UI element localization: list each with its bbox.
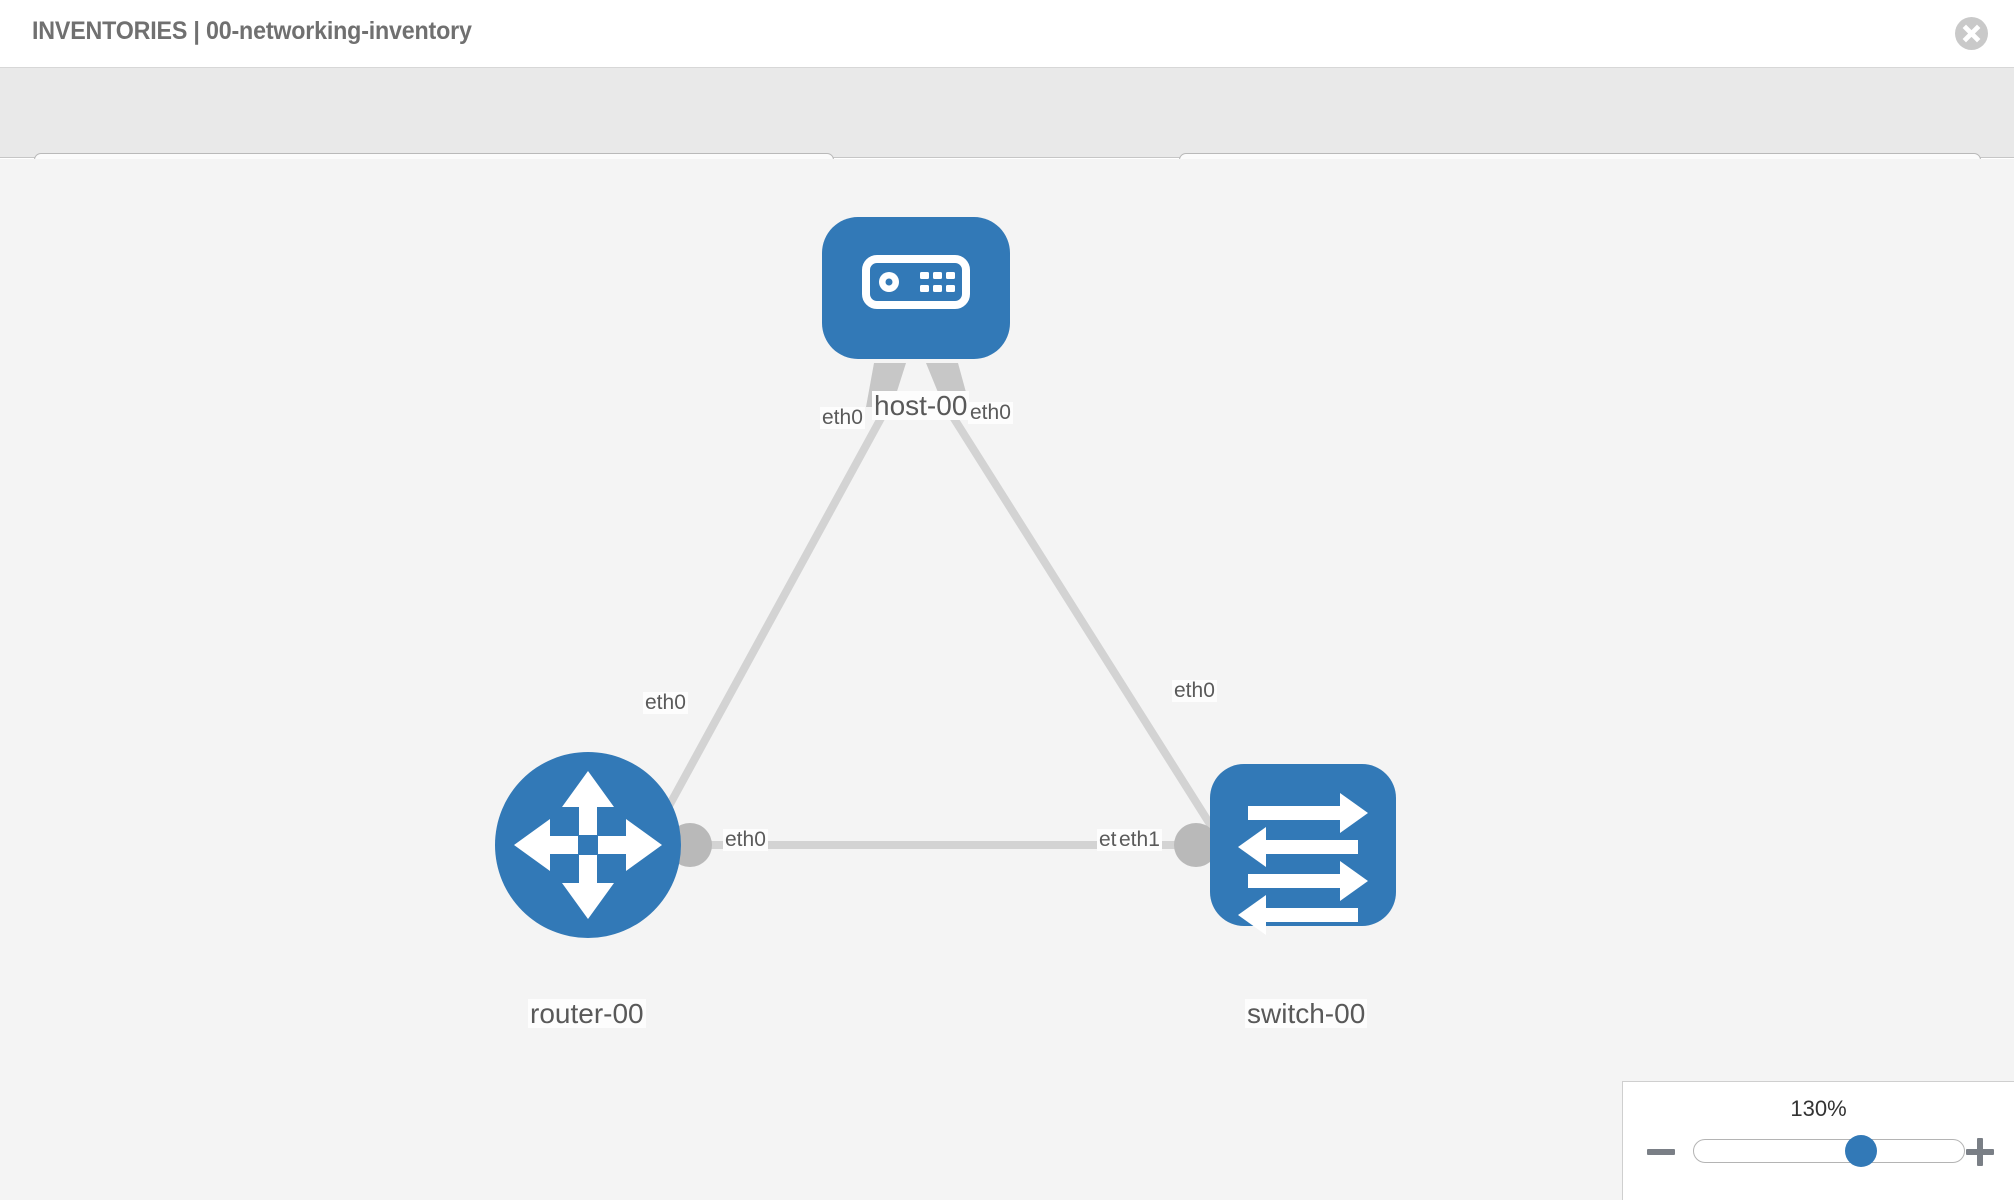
iface-label-router-up: eth0 — [643, 691, 688, 715]
node-host-00[interactable] — [822, 217, 1010, 359]
topology-graph — [495, 217, 1396, 938]
node-label-router-00: router-00 — [528, 998, 646, 1029]
iface-label-host-left: eth0 — [820, 406, 865, 430]
iface-label-router-right: eth0 — [723, 828, 768, 852]
zoom-slider[interactable] — [1693, 1135, 1965, 1167]
node-switch-00[interactable] — [1210, 764, 1396, 935]
endpoint-switch-eth1 — [1174, 823, 1218, 867]
node-router-00[interactable] — [495, 752, 681, 938]
topology-canvas[interactable]: host-00 router-00 switch-00 eth0 eth0 et… — [0, 159, 2014, 1200]
zoom-in-button[interactable] — [1966, 1138, 1994, 1166]
iface-label-switch-left-b: eth1 — [1117, 828, 1162, 852]
zoom-out-button[interactable] — [1647, 1138, 1675, 1166]
page-title: INVENTORIES | 00-networking-inventory — [32, 17, 472, 45]
link-layer — [636, 405, 1244, 863]
page-header: INVENTORIES | 00-networking-inventory — [0, 0, 2014, 68]
zoom-panel: 130% — [1622, 1081, 2014, 1200]
iface-label-switch-up: eth0 — [1172, 679, 1217, 703]
node-label-host-00: host-00 — [872, 390, 970, 421]
close-icon[interactable] — [1955, 17, 1988, 50]
link-host-router — [636, 405, 890, 863]
iface-label-host-right: eth0 — [968, 401, 1013, 425]
zoom-level-value: 130% — [1790, 1096, 1847, 1121]
toolbar: ACTIONS SEARCH — [0, 68, 2014, 210]
link-host-switch — [944, 405, 1236, 863]
node-label-switch-00: switch-00 — [1245, 998, 1368, 1029]
zoom-slider-thumb[interactable] — [1845, 1135, 1878, 1167]
